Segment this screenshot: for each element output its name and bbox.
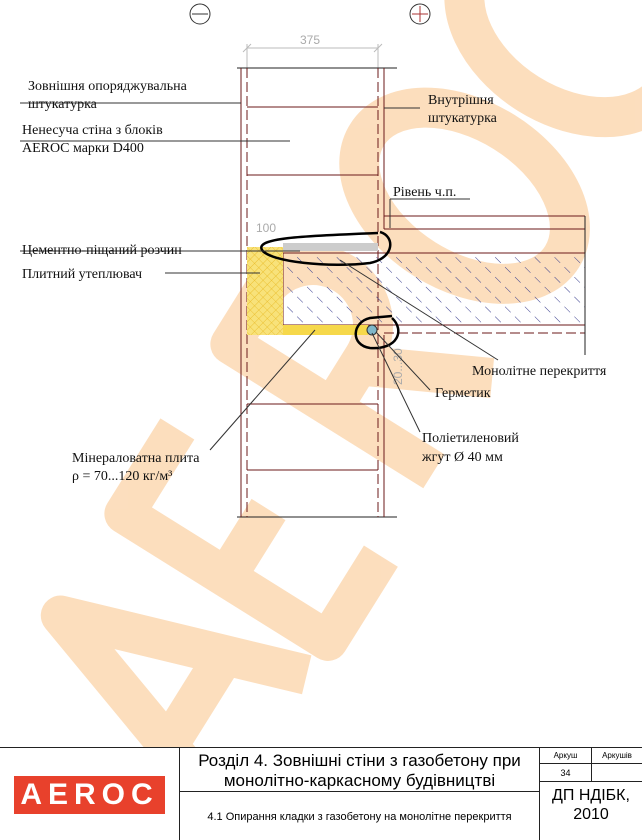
dim-100: 100: [256, 221, 276, 235]
section-title-1: Розділ 4. Зовнішні стіни з газобетону пр…: [198, 751, 521, 770]
hand-mark-1: [260, 230, 392, 266]
watermark-letter-c: [444, 0, 642, 138]
org-year: 2010: [573, 806, 609, 823]
mortar-layer: [283, 243, 378, 251]
watermark-letter-a: [40, 595, 312, 748]
dimension-wall-thickness: [242, 43, 383, 68]
minus-marker-icon: [189, 3, 211, 25]
title-block: AEROC Розділ 4. Зовнішні стіни з газобет…: [0, 747, 642, 840]
label-cord-2: жгут Ø 40 мм: [421, 450, 503, 465]
label-int-plaster: Внутрішня: [428, 93, 494, 108]
dim-375: 375: [300, 33, 320, 47]
org-name: ДП НДІБК,: [552, 787, 630, 804]
label-ext-plaster-2: штукатурка: [28, 97, 98, 112]
sheet-number: 34: [540, 764, 592, 782]
organization: ДП НДІБК, 2010: [540, 786, 642, 840]
watermark-letter-e: [104, 418, 398, 661]
plus-marker-icon: [409, 3, 431, 25]
label-cord: Поліетиленовий: [422, 431, 519, 446]
section-drawing: 375 100 20...30 Зовнішня опоряджувальна …: [20, 0, 642, 748]
aeroc-logo: AEROC: [0, 748, 180, 840]
label-wall-2: AEROC марки D400: [22, 141, 144, 156]
hand-mark-2: [354, 314, 400, 350]
label-wall: Ненесуча стіна з блоків: [22, 123, 163, 138]
pe-cord: [366, 324, 378, 336]
mineral-wool-strip: [283, 325, 368, 335]
label-wool-2: ρ = 70...120 кг/м³: [72, 469, 172, 484]
sheets-label: Аркушів: [592, 748, 642, 764]
leader-lines: [20, 102, 499, 451]
sheet-subtitle: 4.1 Опирання кладки з газобетону на моно…: [180, 792, 540, 840]
sheet-label: Аркуш: [540, 748, 592, 764]
label-insulation: Плитний утеплювач: [22, 267, 142, 282]
label-slab: Монолітне перекриття: [472, 364, 607, 379]
logo-text: AEROC: [14, 775, 165, 814]
insulation-board: [247, 247, 283, 335]
label-floor-level: Рівень ч.п.: [393, 185, 456, 200]
label-int-plaster-2: штукатурка: [428, 111, 498, 126]
dim-gap: 20...30: [391, 348, 405, 385]
sheets-number: [592, 764, 642, 782]
label-mortar: Цементно-піщаний розчин: [22, 243, 182, 258]
floor-lines: [384, 215, 586, 355]
section-title: Розділ 4. Зовнішні стіни з газобетону пр…: [180, 748, 540, 792]
section-title-2: монолітно-каркасному будівництві: [223, 771, 496, 790]
label-ext-plaster: Зовнішня опоряджувальна: [28, 79, 188, 94]
label-wool: Мінераловатна плита: [72, 451, 200, 466]
label-sealant: Герметик: [435, 386, 491, 401]
